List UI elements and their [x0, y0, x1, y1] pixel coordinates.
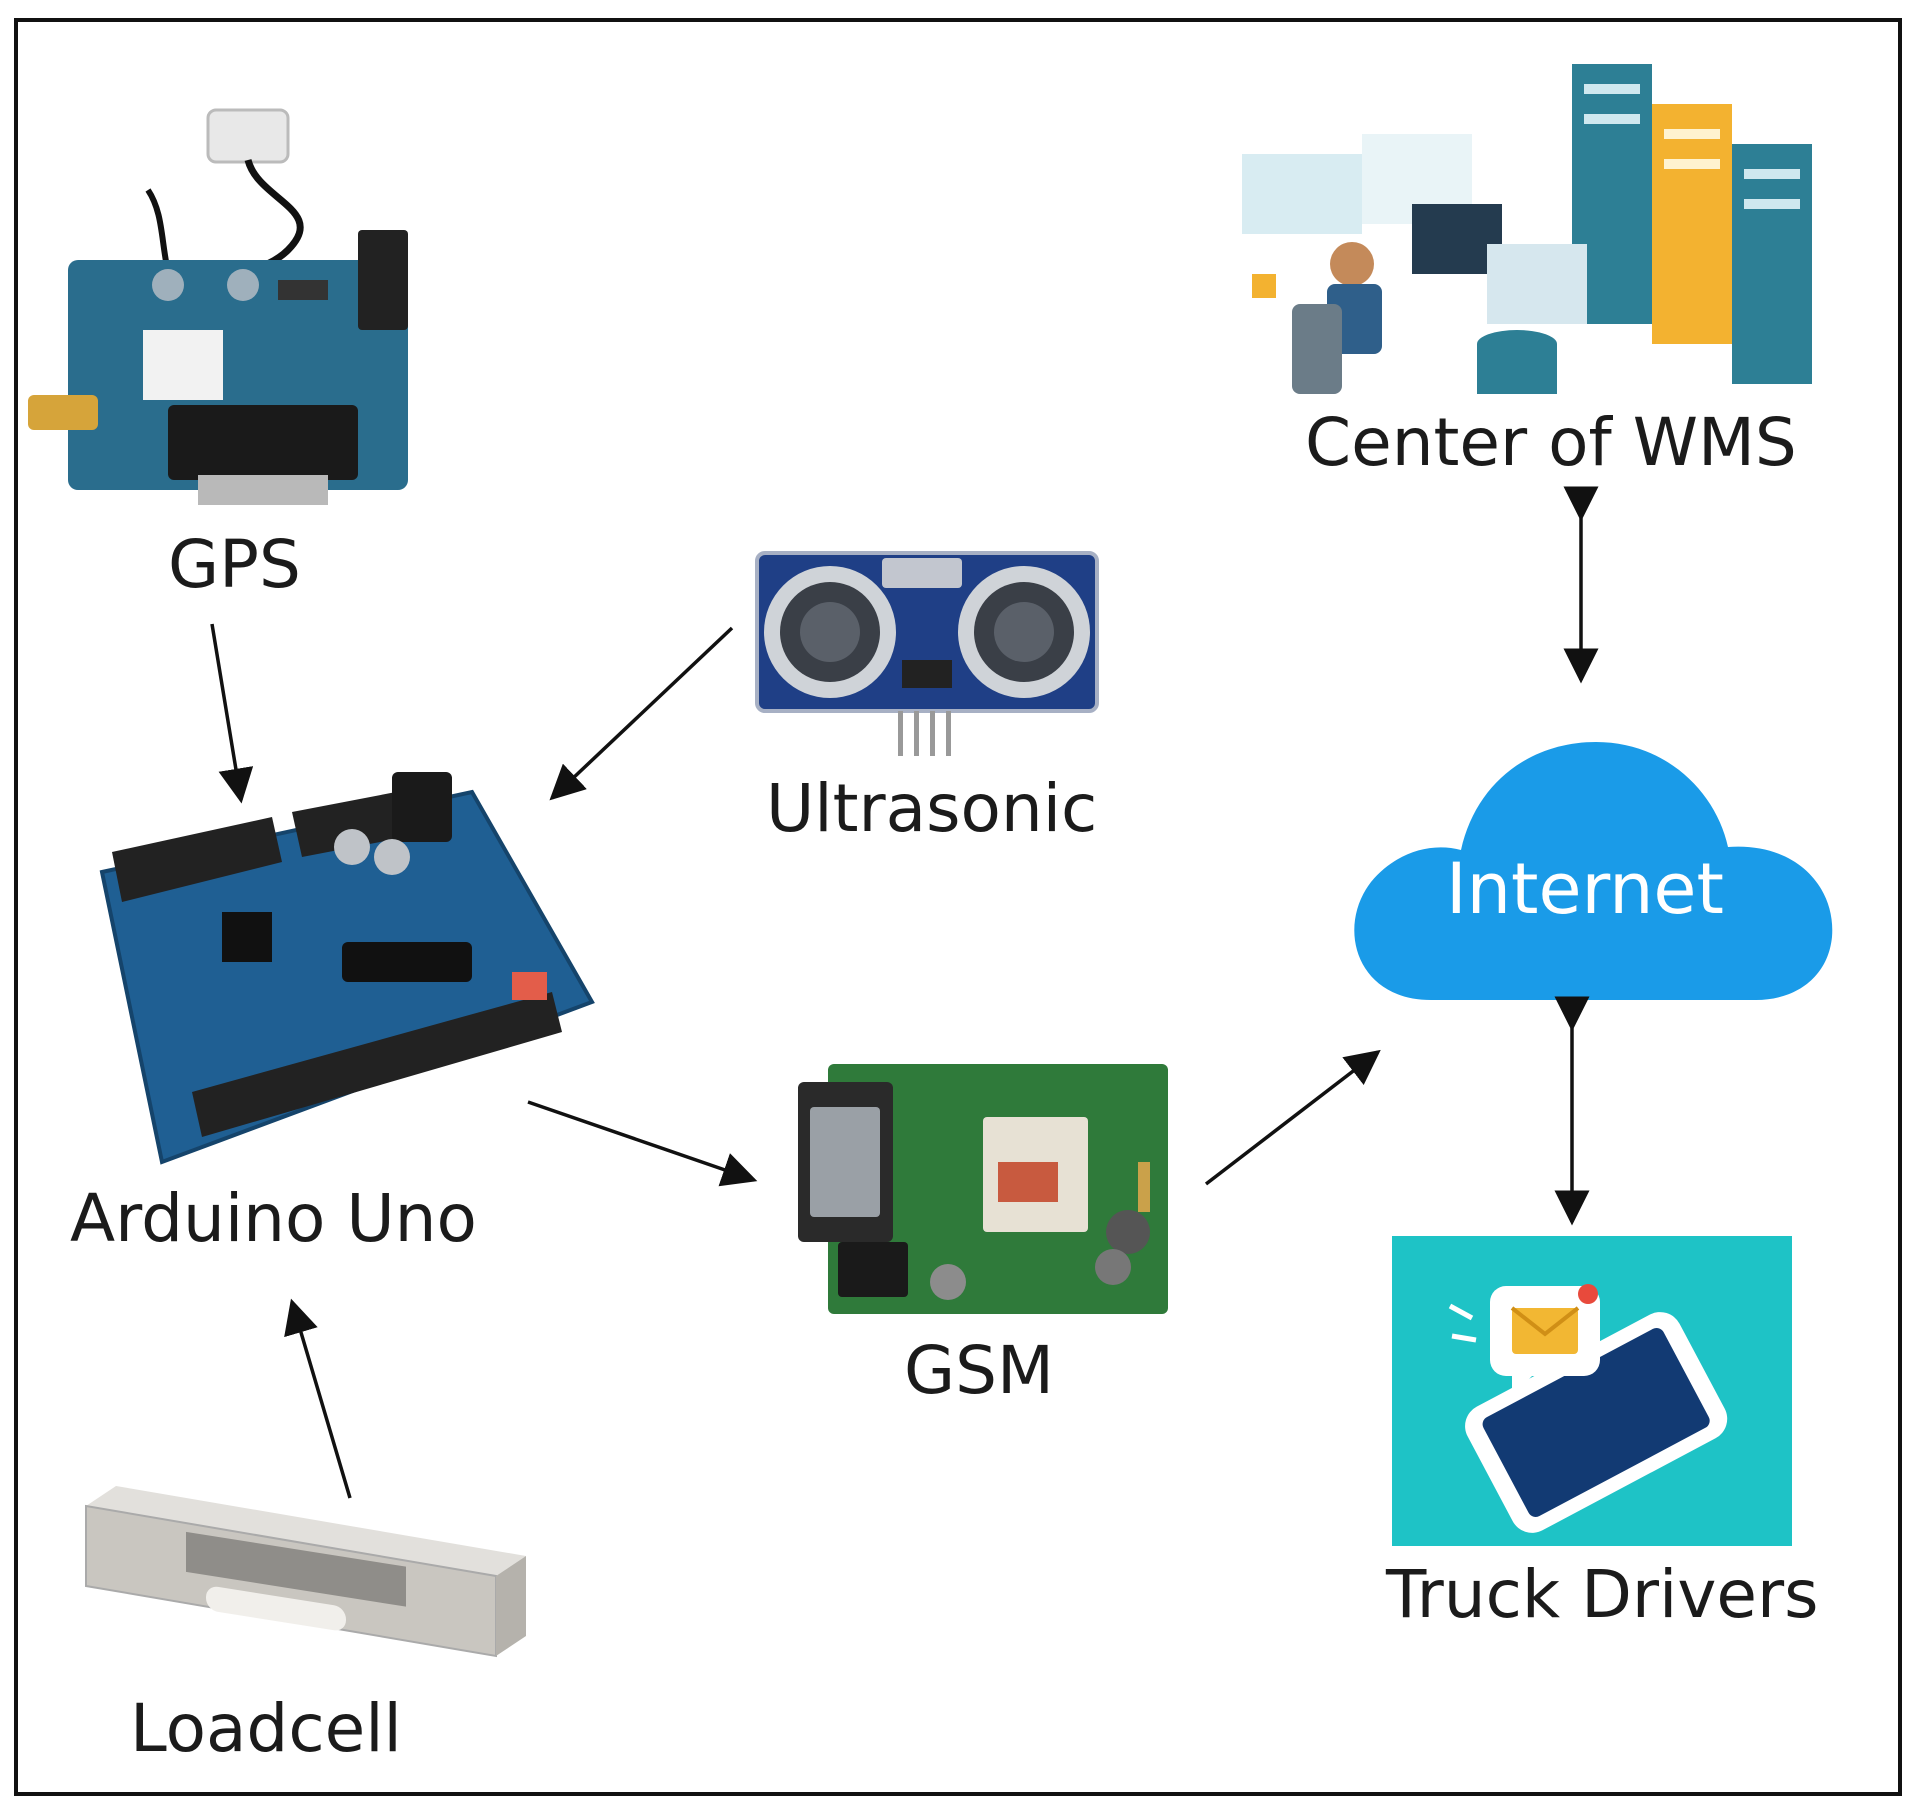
gps-module-icon: [28, 108, 408, 505]
truck-drivers-label: Truck Drivers: [1386, 1556, 1819, 1633]
internet-label: Internet: [1446, 848, 1724, 930]
gsm-label: GSM: [904, 1332, 1054, 1409]
ultrasonic-sensor-icon: [755, 551, 1099, 756]
cloud-icon: [1354, 742, 1833, 1000]
loadcell-label: Loadcell: [130, 1690, 402, 1767]
ultrasonic-label: Ultrasonic: [766, 770, 1098, 847]
arduino-board-icon: [99, 772, 595, 1165]
loadcell-icon: [85, 1486, 526, 1658]
arduino-label: Arduino Uno: [70, 1180, 477, 1257]
gps-label: GPS: [168, 526, 301, 603]
wms-center-label: Center of WMS: [1305, 404, 1797, 481]
gsm-module-icon: [798, 1064, 1168, 1314]
diagram-frame: [14, 18, 1902, 1796]
smartphone-message-icon: [1392, 1236, 1792, 1546]
data-center-icon: [1242, 64, 1812, 394]
